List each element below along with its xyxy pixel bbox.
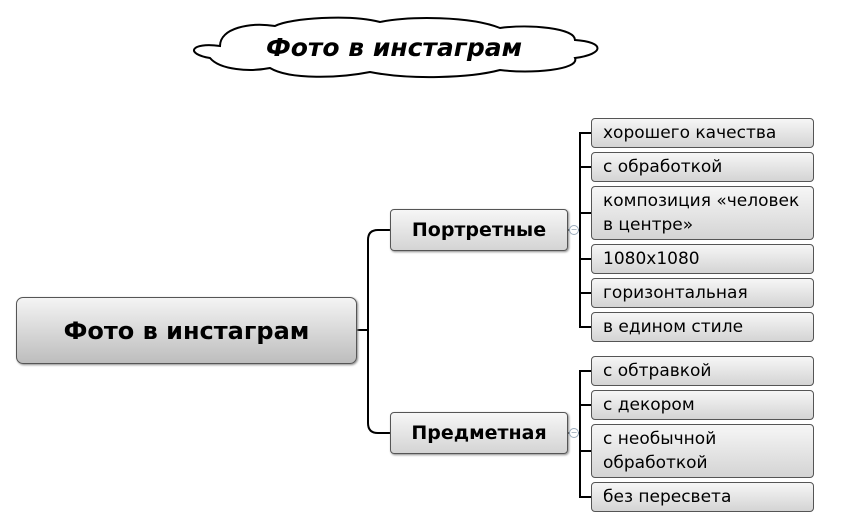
central-topic[interactable]: Фото в инстаграм — [16, 297, 357, 364]
leaf-topic[interactable]: композиция «человек в центре» — [591, 186, 814, 240]
bracket-object — [579, 370, 591, 498]
leaf-topic[interactable]: хорошего качества — [591, 118, 814, 148]
leaf-topic[interactable]: 1080x1080 — [591, 244, 814, 274]
branch-object[interactable]: Предметная — [390, 412, 568, 454]
cloud-shape — [193, 16, 599, 79]
leaf-topic[interactable]: с необычной обработкой — [591, 424, 814, 478]
leaf-topic[interactable]: с декором — [591, 390, 814, 420]
leaf-topic[interactable]: с обтравкой — [591, 356, 814, 386]
leaf-topic[interactable]: без пересвета — [591, 482, 814, 512]
connector-branches — [367, 229, 390, 434]
bracket-portrait — [579, 132, 591, 328]
branch-portrait[interactable]: Портретные — [390, 209, 568, 251]
collapse-icon[interactable]: − — [569, 428, 579, 438]
leaf-topic[interactable]: в едином стиле — [591, 312, 814, 342]
collapse-icon[interactable]: − — [569, 225, 579, 235]
diagram-title: Фото в инстаграм — [265, 32, 523, 62]
leaf-topic[interactable]: с обработкой — [591, 152, 814, 182]
leaf-topic[interactable]: горизонтальная — [591, 278, 814, 308]
